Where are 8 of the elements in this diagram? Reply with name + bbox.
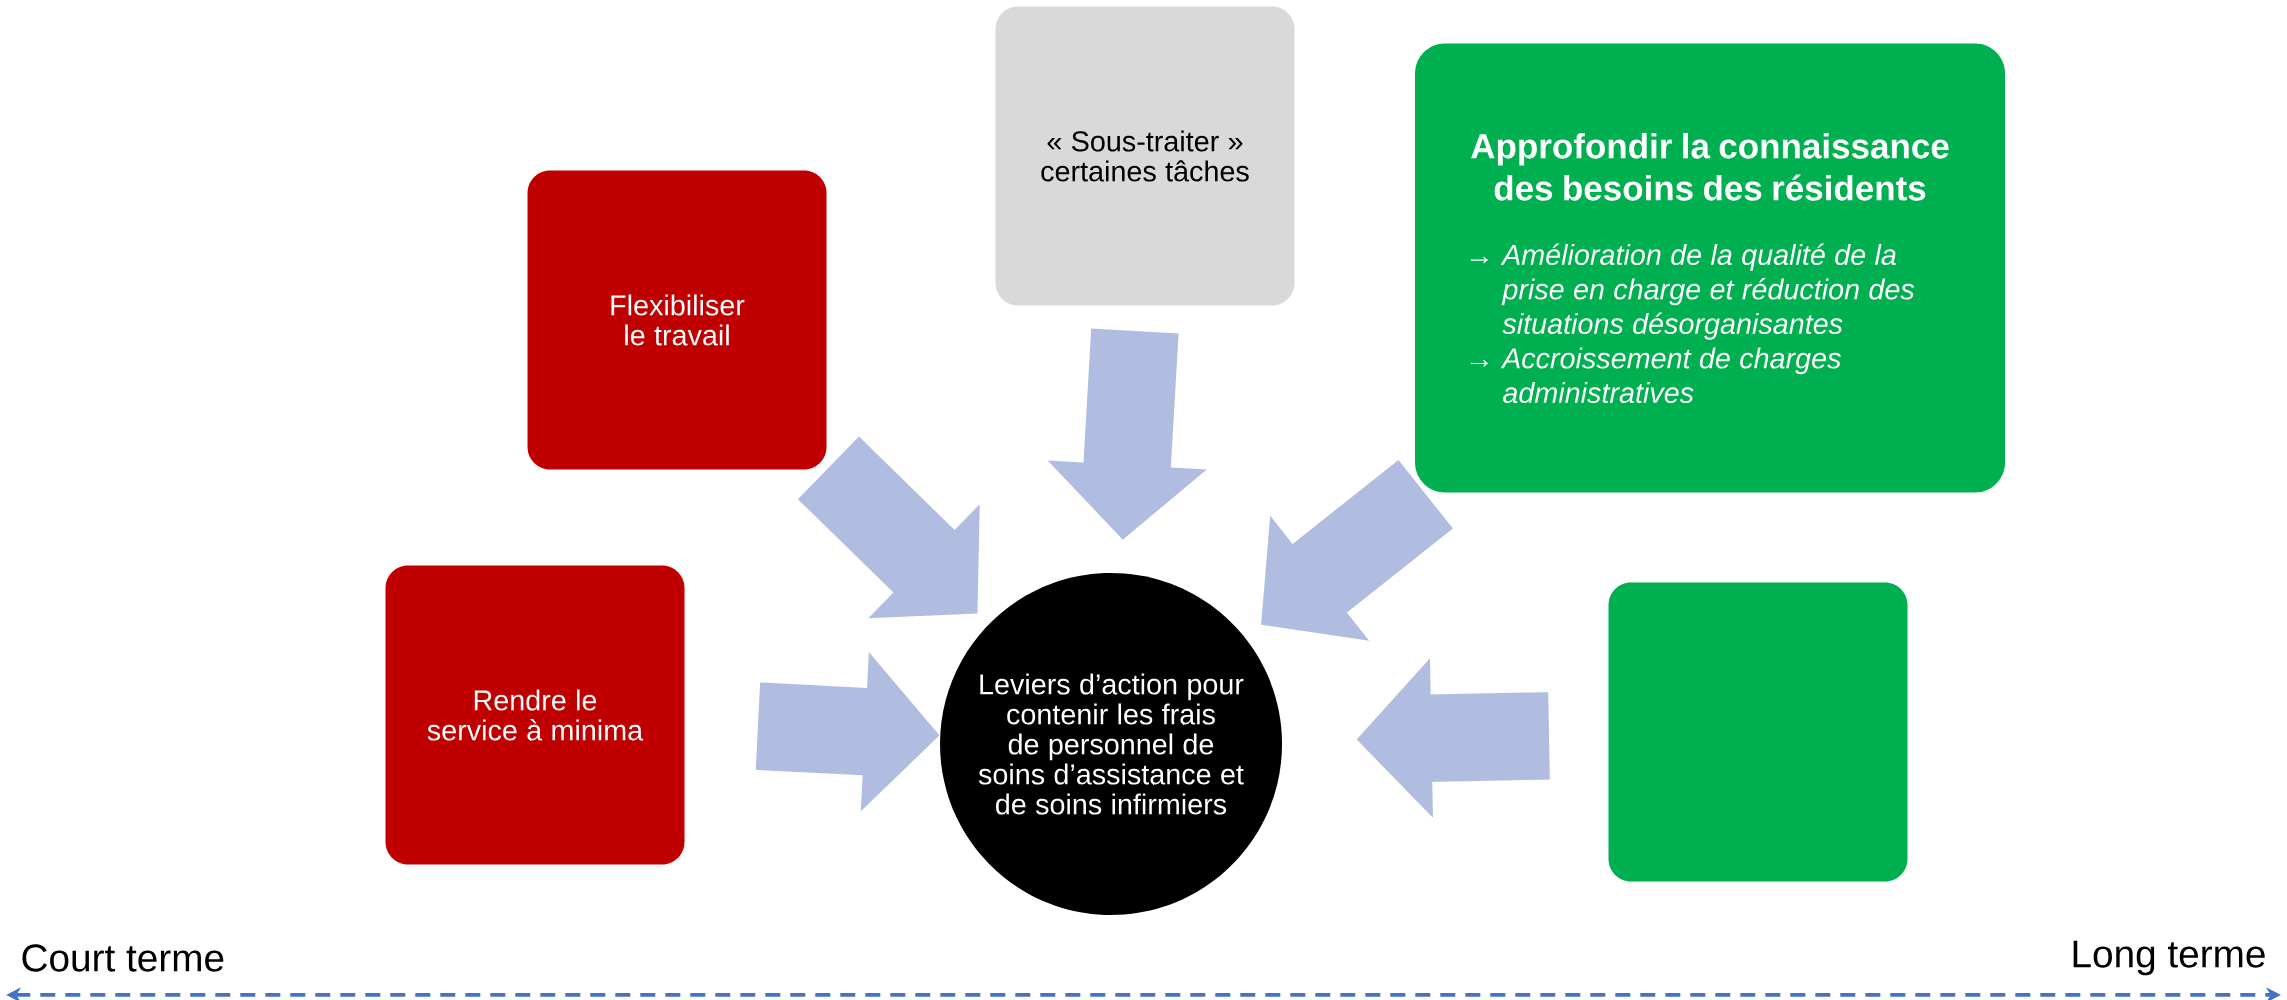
block-arrow [1261, 460, 1453, 641]
process-box: Flexibiliser le travail [527, 170, 827, 470]
axis-label: Court terme [22, 944, 224, 972]
process-box [1608, 582, 1908, 882]
process-box: Approfondir la connaissance des besoins des résidents → Amélioration de la qualité de la prise en charge et réduction des situations désorganisantes → Accroissement de charges administratives [1415, 43, 2005, 493]
axis-label: Long terme [2073, 940, 2265, 976]
process-box: « Sous-traiter » certaines tâches [995, 6, 1295, 306]
process-box: Rendre le service à minima [385, 565, 685, 865]
